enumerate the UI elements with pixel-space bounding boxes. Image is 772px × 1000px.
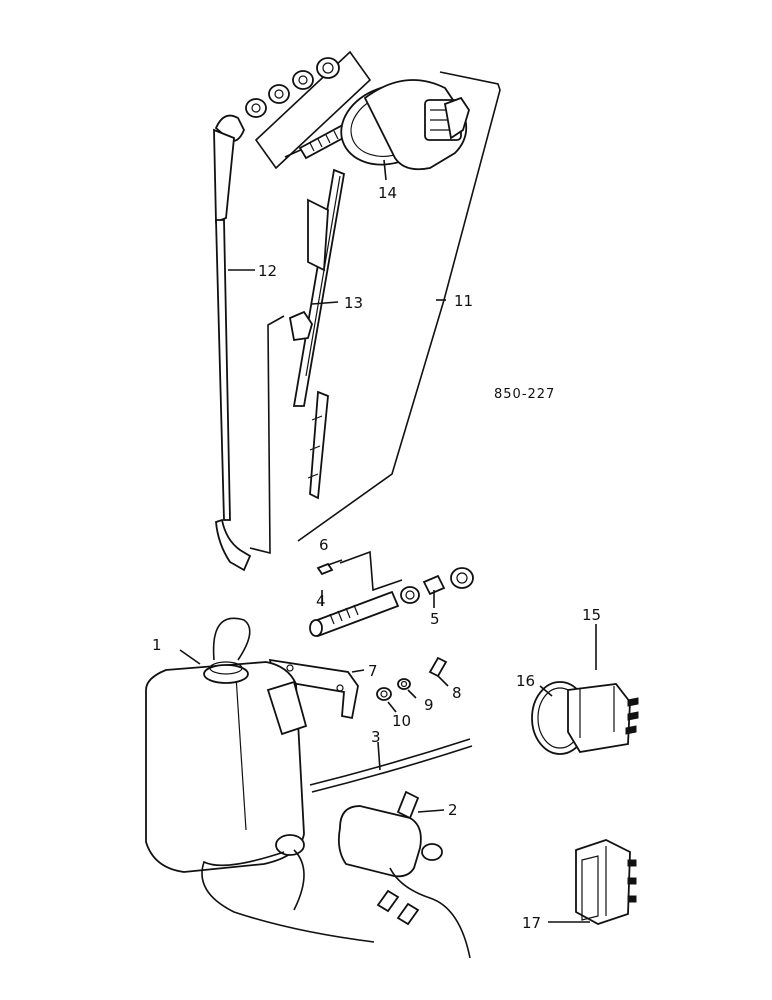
rotary-switch <box>531 624 639 755</box>
callout-11: 11 <box>454 292 473 310</box>
callout-labels: 1 2 3 4 5 6 7 8 9 10 11 12 13 14 15 16 1… <box>152 184 601 932</box>
drive-shaft-assembly <box>309 550 474 638</box>
callout-14: 14 <box>378 184 397 202</box>
callout-16: 16 <box>516 672 535 690</box>
callout-4: 4 <box>316 592 326 610</box>
callout-8: 8 <box>452 684 462 702</box>
wiper-arm <box>213 114 285 572</box>
rocker-switch <box>548 839 637 925</box>
callout-9: 9 <box>424 696 434 714</box>
callout-17: 17 <box>522 914 541 932</box>
drawing-code: 850-227 <box>494 387 555 402</box>
wiper-motor <box>284 79 470 181</box>
washer-tube <box>309 738 473 793</box>
callout-7: 7 <box>368 662 378 680</box>
callout-2: 2 <box>448 801 458 819</box>
hardware-set <box>376 656 449 713</box>
nut-set <box>245 50 372 170</box>
wiper-assembly-bracket <box>297 71 501 542</box>
wiper-blade <box>288 168 346 500</box>
callout-1: 1 <box>152 636 162 654</box>
callout-10: 10 <box>392 712 411 730</box>
callout-5: 5 <box>430 610 440 628</box>
callout-12: 12 <box>258 262 277 280</box>
washer-reservoir <box>145 617 375 943</box>
callout-13: 13 <box>344 294 363 312</box>
washer-pump <box>337 790 471 959</box>
callout-3: 3 <box>371 728 381 746</box>
callout-6: 6 <box>319 536 329 554</box>
callout-15: 15 <box>582 606 601 624</box>
